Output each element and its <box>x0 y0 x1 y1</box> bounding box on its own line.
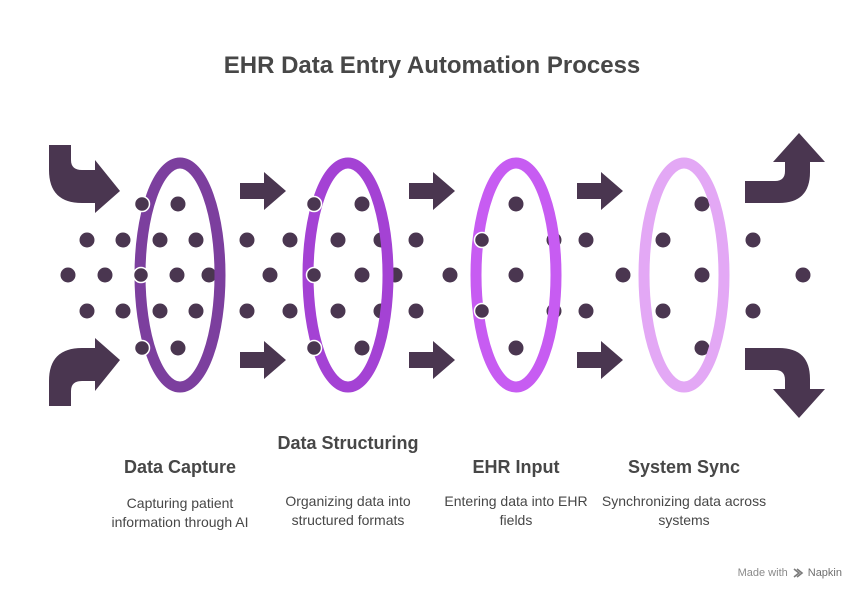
data-dot <box>330 303 346 319</box>
rim-dot <box>473 302 491 320</box>
stage-desc-data-capture: Capturing patient information through AI <box>111 495 249 530</box>
stage-title-data-structuring: Data Structuring <box>277 433 419 453</box>
data-dot <box>262 267 278 283</box>
curved-arrow-out-bottom-icon <box>745 348 825 418</box>
data-dot <box>694 196 710 212</box>
data-dot <box>442 267 458 283</box>
curved-arrow-out-top-icon <box>745 133 825 203</box>
credit-brand: Napkin <box>807 567 842 579</box>
data-dot <box>188 232 204 248</box>
data-dot <box>282 303 298 319</box>
made-with-credit: Made with Napkin <box>738 567 842 579</box>
data-dot <box>170 196 186 212</box>
flow-arrow-icon <box>240 172 286 210</box>
data-dot <box>115 232 131 248</box>
data-dot <box>79 303 95 319</box>
data-dot <box>79 232 95 248</box>
data-dot <box>655 303 671 319</box>
flow-arrows <box>240 172 623 379</box>
data-dot <box>508 196 524 212</box>
rim-dot <box>133 195 151 213</box>
data-dot <box>745 303 761 319</box>
data-dot <box>115 303 131 319</box>
data-dot <box>188 303 204 319</box>
data-dot <box>578 303 594 319</box>
credit-prefix: Made with <box>737 567 788 579</box>
data-dot <box>408 303 424 319</box>
curved-arrow-in-top-icon <box>49 145 120 213</box>
data-dot <box>694 267 710 283</box>
data-dot <box>354 196 370 212</box>
data-dot <box>97 267 113 283</box>
flow-arrow-icon <box>409 172 455 210</box>
corner-arrows <box>49 133 825 418</box>
flow-arrow-icon <box>577 341 623 379</box>
ring-overlay-dots <box>132 195 491 357</box>
data-dot <box>615 267 631 283</box>
stage-ring <box>638 157 730 393</box>
data-dot <box>152 232 168 248</box>
stage-title-ehr-input: EHR Input <box>472 457 560 477</box>
stage-title-system-sync: System Sync <box>627 457 741 477</box>
data-dot <box>655 232 671 248</box>
flow-arrow-icon <box>577 172 623 210</box>
data-dot <box>408 232 424 248</box>
data-dot <box>239 232 255 248</box>
data-dot <box>694 340 710 356</box>
rim-dot <box>305 266 323 284</box>
stage-ring <box>470 157 562 393</box>
data-dot <box>330 232 346 248</box>
rim-dot <box>305 339 323 357</box>
data-dots <box>60 196 811 356</box>
data-dot <box>152 303 168 319</box>
data-dot <box>508 340 524 356</box>
data-dot <box>282 232 298 248</box>
flow-arrow-icon <box>240 341 286 379</box>
rim-dot <box>473 231 491 249</box>
curved-arrow-in-bottom-icon <box>49 338 120 406</box>
rim-dot <box>305 195 323 213</box>
stage-desc-ehr-input: Entering data into EHR fields <box>444 493 588 528</box>
data-dot <box>745 232 761 248</box>
data-dot <box>578 232 594 248</box>
stage-title-data-capture: Data Capture <box>123 457 237 477</box>
data-dot <box>60 267 76 283</box>
page-title: EHR Data Entry Automation Process <box>223 52 641 79</box>
rim-dot <box>132 266 150 284</box>
data-dot <box>169 267 185 283</box>
flow-arrow-icon <box>409 341 455 379</box>
data-dot <box>508 267 524 283</box>
data-dot <box>354 267 370 283</box>
stage-desc-data-structuring: Organizing data into structured formats <box>285 493 411 528</box>
data-dot <box>201 267 217 283</box>
data-dot <box>239 303 255 319</box>
data-dot <box>354 340 370 356</box>
data-dot <box>170 340 186 356</box>
rim-dot <box>133 339 151 357</box>
napkin-logo-icon <box>793 568 804 578</box>
data-dot <box>795 267 811 283</box>
stage-desc-system-sync: Synchronizing data across systems <box>601 493 767 528</box>
